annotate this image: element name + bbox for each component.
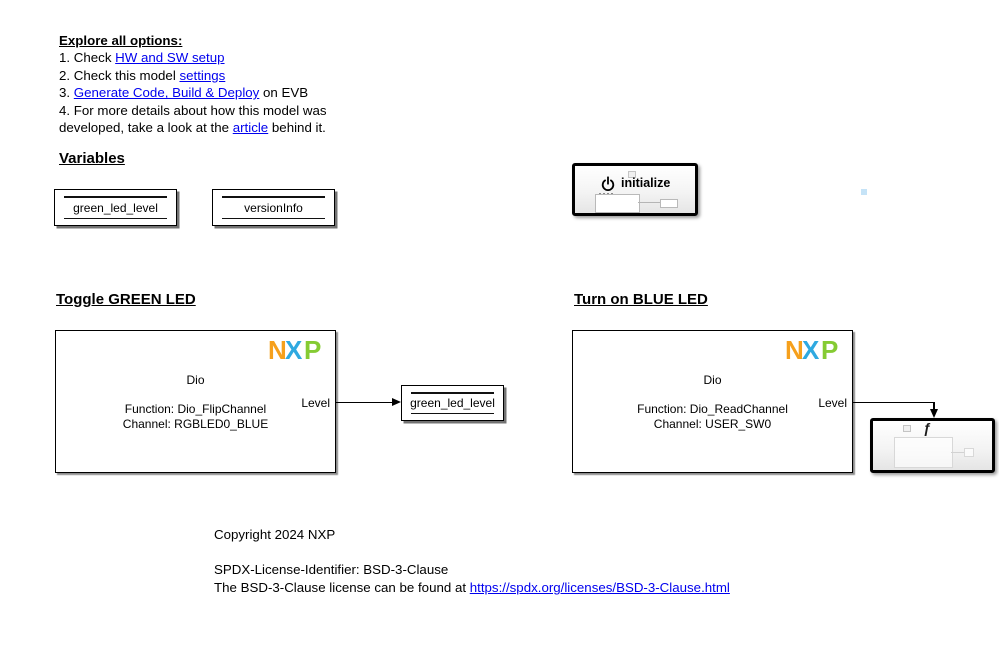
- power-icon: [601, 176, 615, 191]
- level-port-label: Level: [301, 396, 330, 410]
- level-port-label: Level: [818, 396, 847, 410]
- store-line: [222, 196, 325, 198]
- explore-title: Explore all options:: [59, 33, 183, 48]
- store-line: [64, 196, 167, 198]
- initialize-block[interactable]: initialize: [572, 163, 698, 216]
- signal-line[interactable]: [933, 401, 935, 411]
- link-hw-sw-setup[interactable]: HW and SW setup: [115, 50, 225, 66]
- inner-port-box: [964, 448, 974, 457]
- link-settings[interactable]: settings: [179, 67, 226, 83]
- data-store-green-led-level[interactable]: green_led_level: [54, 189, 177, 226]
- store-label: versionInfo: [244, 200, 303, 215]
- initialize-label: initialize: [621, 176, 671, 190]
- dio-flip-block[interactable]: NXP Dio Function: Dio_FlipChannel Channe…: [55, 330, 336, 473]
- copyright-text: Copyright 2024 NXP: [214, 527, 336, 542]
- store-label: green_led_level: [410, 396, 495, 410]
- license-annotation: Copyright 2024 NXP SPDX-License-Identifi…: [214, 527, 730, 596]
- annotation-dot: [861, 189, 867, 195]
- function-call-trigger-icon: ƒ: [923, 420, 931, 436]
- svg-text:NXP: NXP: [785, 338, 838, 362]
- svg-text:NXP: NXP: [268, 338, 321, 362]
- explore-annotation: Explore all options: 1. Check HW and SW …: [59, 33, 327, 136]
- inner-connector-line: [638, 202, 660, 203]
- dio-read-block[interactable]: NXP Dio Function: Dio_ReadChannel Channe…: [572, 330, 853, 473]
- store-line: [411, 392, 494, 394]
- spdx-text: SPDX-License-Identifier: BSD-3-Clause: [214, 562, 449, 578]
- turn-blue-heading: Turn on BLUE LED: [574, 291, 708, 308]
- signal-arrowhead: [929, 409, 938, 418]
- block-params: Function: Dio_ReadChannel Channel: USER_…: [573, 402, 852, 431]
- function-label: Function: Dio_FlipChannel: [124, 402, 267, 416]
- nxp-logo-icon: NXP: [785, 338, 838, 362]
- inner-port-box: [660, 199, 678, 208]
- license-link[interactable]: https://spdx.org/licenses/BSD-3-Clause.h…: [469, 580, 730, 596]
- store-line: [411, 412, 494, 414]
- inner-subsystem-box: [894, 437, 953, 468]
- data-store-write-green[interactable]: green_led_level: [401, 385, 504, 421]
- function-label: Function: Dio_ReadChannel: [637, 402, 788, 416]
- variables-heading: Variables: [59, 150, 125, 167]
- store-line: [64, 217, 167, 219]
- channel-label: Channel: USER_SW0: [653, 416, 772, 431]
- toggle-green-heading: Toggle GREEN LED: [56, 291, 196, 308]
- signal-arrowhead: [392, 397, 401, 406]
- signal-line[interactable]: [336, 401, 394, 404]
- signal-line[interactable]: [853, 401, 935, 404]
- nxp-logo-icon: NXP: [268, 338, 321, 362]
- function-call-subsystem[interactable]: ƒ: [870, 418, 995, 473]
- badge-square: [903, 425, 911, 432]
- link-article[interactable]: article: [232, 120, 269, 136]
- store-label: green_led_level: [73, 200, 158, 215]
- store-line: [222, 217, 325, 219]
- badge-square: [628, 171, 636, 178]
- channel-label: Channel: RGBLED0_BLUE: [122, 416, 269, 431]
- block-name: Dio: [703, 373, 722, 387]
- link-generate-code[interactable]: Generate Code, Build & Deploy: [73, 85, 260, 101]
- data-store-version-info[interactable]: versionInfo: [212, 189, 335, 226]
- block-params: Function: Dio_FlipChannel Channel: RGBLE…: [56, 402, 335, 431]
- block-name: Dio: [186, 373, 205, 387]
- inner-connector-line: [951, 452, 964, 453]
- state-writer-box: [595, 194, 640, 213]
